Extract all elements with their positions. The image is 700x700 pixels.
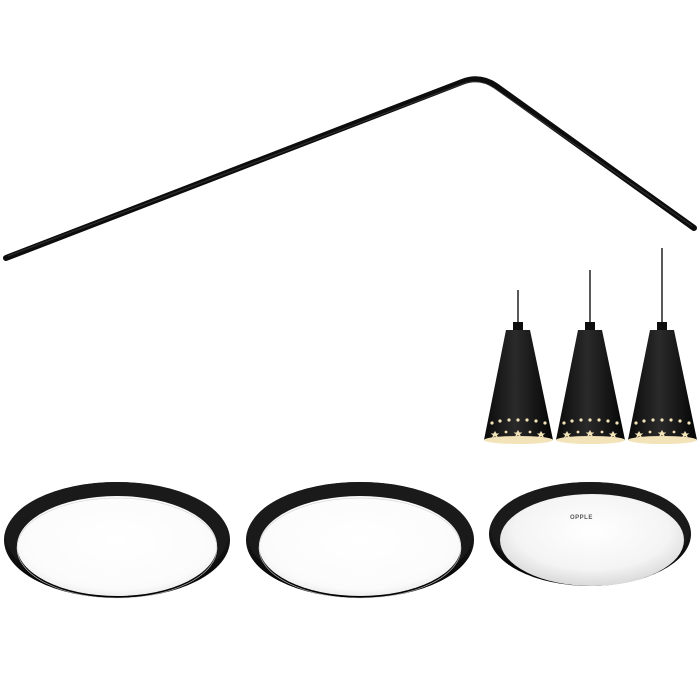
round-ceiling-light-icon: OPPLE	[489, 482, 691, 586]
track-bar-light-icon	[3, 76, 697, 261]
cone-pendant-lamp-icon	[628, 248, 697, 444]
cone-pendant-lamp-icon	[556, 270, 625, 444]
pendant-lamps	[484, 248, 697, 444]
brand-mark: OPPLE	[570, 515, 593, 521]
cone-pendant-lamp-icon	[484, 290, 553, 444]
round-ceiling-light-icon	[4, 482, 230, 599]
round-ceiling-light-icon	[246, 482, 474, 599]
ceiling-lights: OPPLE	[4, 482, 691, 599]
bar-light	[3, 76, 697, 261]
